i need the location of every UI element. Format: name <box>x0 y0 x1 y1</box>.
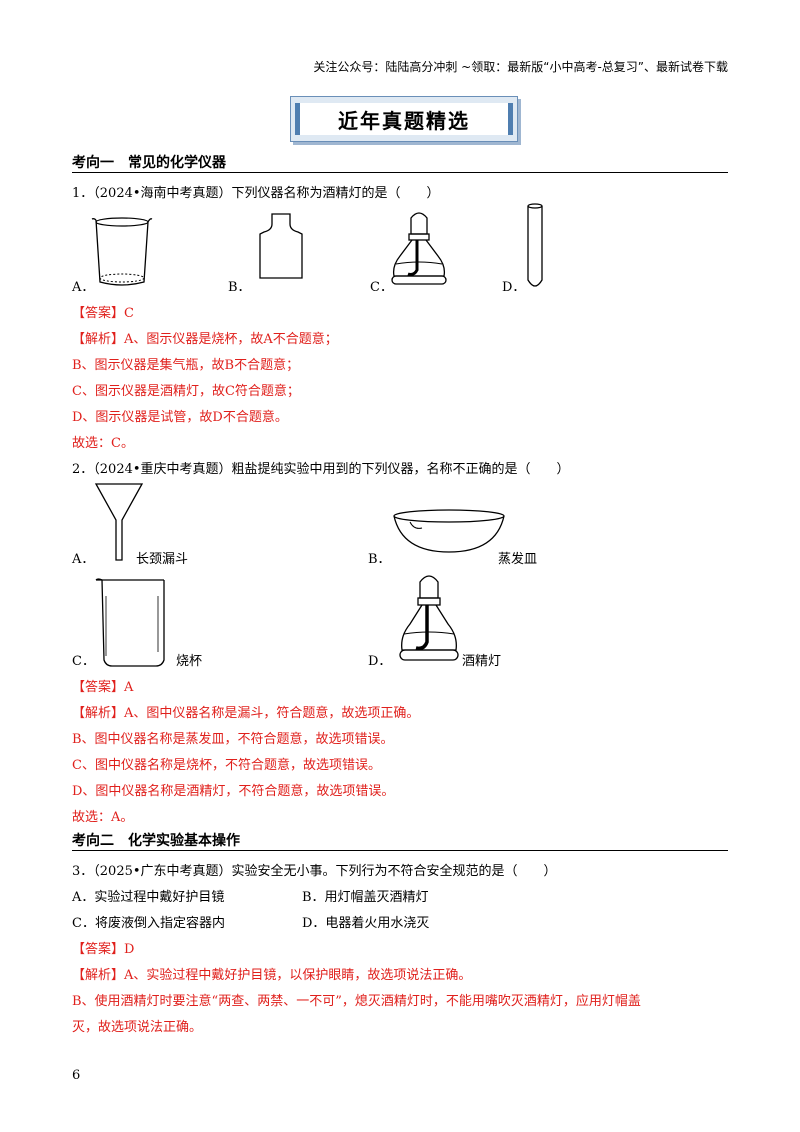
q1-analysis-line: C、图示仪器是酒精灯，故C符合题意； <box>72 384 300 399</box>
q1-conclusion: 故选：C。 <box>72 436 134 451</box>
q1-option-c: C． <box>370 280 393 295</box>
q1-analysis-line: 【解析】A、图示仪器是烧杯，故A不合题意； <box>72 332 338 347</box>
banner-title: 近年真题精选 <box>295 103 513 135</box>
q2-option-d: D． <box>368 654 392 669</box>
q2-caption-d: 酒精灯 <box>462 654 502 669</box>
q1-analysis-line: B、图示仪器是集气瓶，故B不合题意； <box>72 358 300 373</box>
beaker-image <box>91 217 153 286</box>
header-note: 关注公众号：陆陆高分冲刺 ~领取：最新版“小中高考-总复习”、最新试卷下载 <box>313 60 728 74</box>
q2-option-c: C． <box>72 654 95 669</box>
q1-analysis-line: D、图示仪器是试管，故D不合题意。 <box>72 410 288 425</box>
q2-conclusion: 故选：A。 <box>72 810 134 825</box>
q1-option-a: A． <box>72 280 95 295</box>
beaker-image-2 <box>95 578 165 667</box>
q2-analysis-line: C、图中仪器名称是烧杯，不符合题意，故选项错误。 <box>72 758 381 773</box>
evaporating-dish-image <box>393 509 505 553</box>
q2-caption-c: 烧杯 <box>176 654 203 669</box>
q2-option-b: B． <box>368 552 391 567</box>
funnel-image <box>94 483 144 561</box>
q2-analysis-line: B、图中仪器名称是蒸发皿，不符合题意，故选项错误。 <box>72 732 394 747</box>
q2-option-a: A． <box>72 552 95 567</box>
alcohol-lamp-image-1 <box>391 212 447 285</box>
q1-answer: 【答案】C <box>72 306 134 321</box>
q2-caption-a: 长颈漏斗 <box>136 552 189 567</box>
title-banner: 近年真题精选 <box>290 96 518 142</box>
section-heading-1: 考向一 常见的化学仪器 <box>72 152 728 173</box>
q3-analysis-line: 【解析】A、实验过程中戴好护目镜，以保护眼睛，故选项说法正确。 <box>72 968 472 983</box>
question-1-stem: 1．（2024•海南中考真题）下列仪器名称为酒精灯的是（ ） <box>72 186 440 201</box>
q3-option-a: A．实验过程中戴好护目镜 <box>72 890 225 905</box>
test-tube-image <box>527 203 543 287</box>
q2-analysis-line: 【解析】A、图中仪器名称是漏斗，符合题意，故选项正确。 <box>72 706 420 721</box>
gas-bottle-image <box>259 213 303 279</box>
q2-caption-b: 蒸发皿 <box>498 552 538 567</box>
q2-answer: 【答案】A <box>72 680 134 695</box>
question-2-stem: 2．（2024•重庆中考真题）粗盐提纯实验中用到的下列仪器，名称不正确的是（ ） <box>72 462 570 477</box>
q2-analysis-line: D、图中仪器名称是酒精灯，不符合题意，故选项错误。 <box>72 784 395 799</box>
q3-answer: 【答案】D <box>72 942 135 957</box>
q3-option-d: D．电器着火用水浇灭 <box>302 916 430 931</box>
page-number: 6 <box>72 1068 81 1083</box>
section-heading-2: 考向二 化学实验基本操作 <box>72 830 728 851</box>
question-3-stem: 3．（2025•广东中考真题）实验安全无小事。下列行为不符合安全规范的是（ ） <box>72 864 557 879</box>
q1-option-b: B． <box>228 280 251 295</box>
alcohol-lamp-image-2 <box>399 575 459 661</box>
q3-analysis-line: B、使用酒精灯时要注意“两查、两禁、一不可”，熄灭酒精灯时，不能用嘴吹灭酒精灯，… <box>72 994 641 1009</box>
q3-analysis-line: 灭，故选项说法正确。 <box>72 1020 203 1035</box>
q3-option-c: C．将废液倒入指定容器内 <box>72 916 225 931</box>
q3-option-b: B．用灯帽盖灭酒精灯 <box>302 890 429 905</box>
q1-option-d: D． <box>502 280 526 295</box>
